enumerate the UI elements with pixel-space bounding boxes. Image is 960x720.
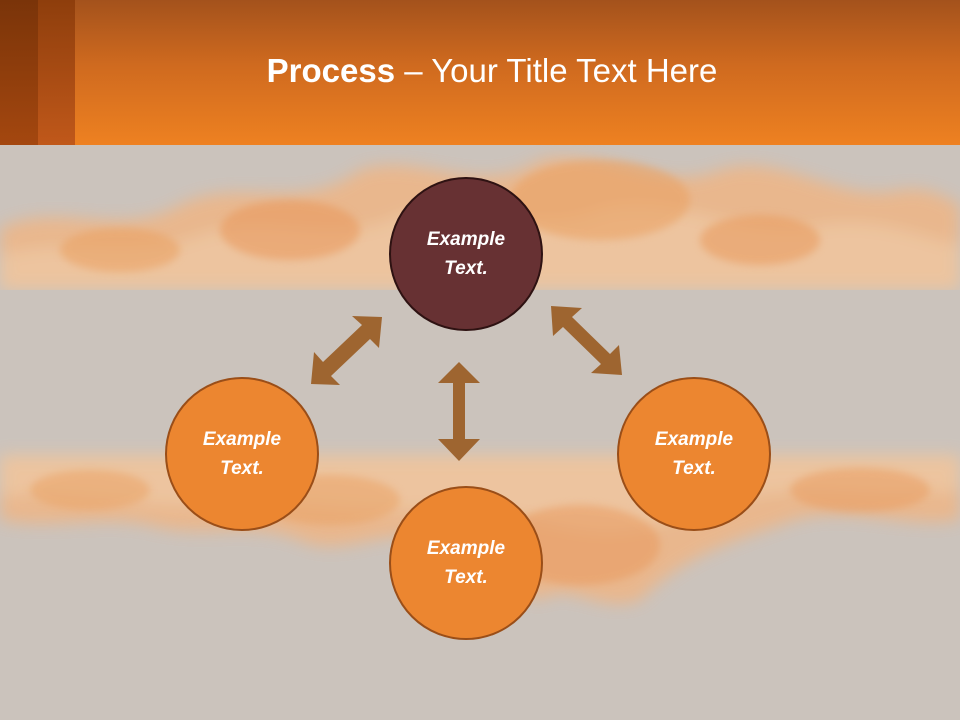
left-node-label: Example Text. — [202, 429, 282, 479]
bottom-node: Example Text. — [389, 486, 543, 640]
double-arrow-vertical — [438, 362, 480, 461]
header-band: Process – Your Title Text Here — [0, 0, 960, 145]
title-rest: – Your Title Text Here — [395, 52, 718, 89]
right-node: Example Text. — [617, 377, 771, 531]
center-node-label: Example Text. — [426, 229, 506, 279]
double-arrow-left-top — [311, 316, 382, 385]
center-node: Example Text. — [389, 177, 543, 331]
header-accent-bar — [0, 0, 38, 145]
double-arrow-top-right — [551, 306, 622, 375]
right-node-label: Example Text. — [654, 429, 734, 479]
header-accent-bar — [38, 0, 75, 145]
slide-title: Process – Your Title Text Here — [0, 52, 960, 90]
left-node: Example Text. — [165, 377, 319, 531]
bottom-node-label: Example Text. — [426, 538, 506, 588]
title-bold: Process — [266, 52, 396, 89]
